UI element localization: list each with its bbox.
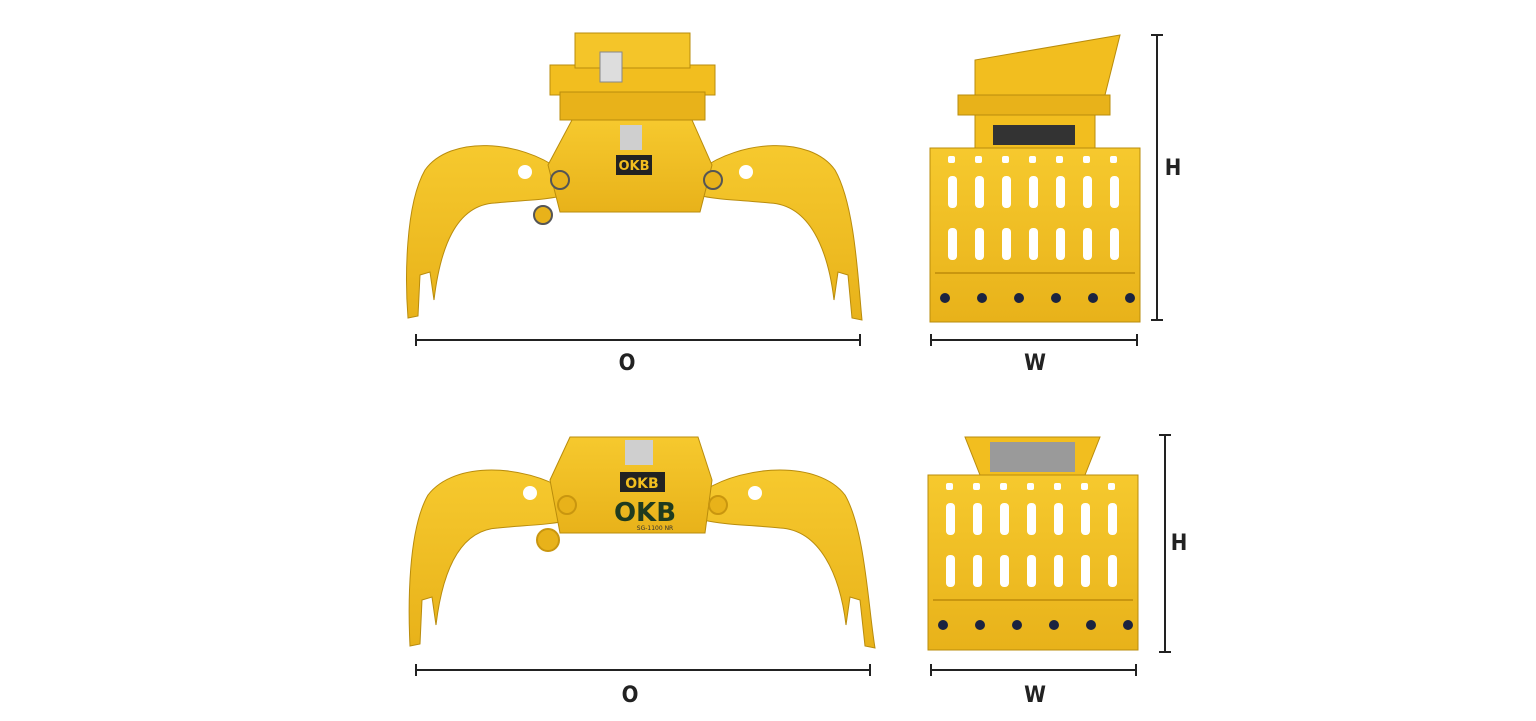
frame-slot xyxy=(1054,503,1063,535)
dimension-label-h: H xyxy=(1165,156,1182,181)
bottom-w-dimension: W xyxy=(930,664,1137,708)
bottom-h-dimension: H xyxy=(1159,434,1188,653)
frame-slot xyxy=(1110,228,1119,260)
bottom-front-view-grapple: OKB OKB SG-1100 NR xyxy=(408,436,876,649)
frame-hole xyxy=(1081,483,1088,490)
frame-slot xyxy=(1081,503,1090,535)
frame-hole xyxy=(1002,156,1009,163)
frame-slot xyxy=(1083,176,1092,208)
frame-hole xyxy=(946,483,953,490)
frame-slot xyxy=(1002,176,1011,208)
dimension-label-o: O xyxy=(619,351,636,376)
frame-hole xyxy=(1056,156,1063,163)
bolt-hole xyxy=(1088,293,1098,303)
bolt-hole xyxy=(1014,293,1024,303)
frame-slot xyxy=(973,555,982,587)
bolt-hole xyxy=(975,620,985,630)
bolt-hole xyxy=(1086,620,1096,630)
bolt-hole xyxy=(1125,293,1135,303)
frame-slot xyxy=(948,228,957,260)
frame-slot xyxy=(1056,176,1065,208)
bolt-hole xyxy=(1123,620,1133,630)
frame-slot xyxy=(1054,555,1063,587)
top-w-dimension: W xyxy=(930,334,1138,376)
frame-hole xyxy=(975,156,982,163)
frame-slot xyxy=(946,555,955,587)
frame-hole xyxy=(1110,156,1117,163)
okb-logo: OKB xyxy=(618,159,649,174)
frame-slot xyxy=(1029,228,1038,260)
frame-hole xyxy=(948,156,955,163)
bolt-hole xyxy=(1012,620,1022,630)
frame-slot xyxy=(946,503,955,535)
left-claw xyxy=(406,145,566,319)
frame-slot xyxy=(948,176,957,208)
left-claw xyxy=(408,469,571,647)
bolt-hole xyxy=(977,293,987,303)
dimension-label-h: H xyxy=(1171,531,1188,556)
frame-slot xyxy=(975,176,984,208)
model-text: SG-1100 NR xyxy=(637,525,673,532)
okb-logo: OKB xyxy=(625,476,658,492)
frame-slot xyxy=(1000,555,1009,587)
frame-slot xyxy=(1000,503,1009,535)
bottom-o-dimension: O xyxy=(415,664,871,708)
frame-slot xyxy=(1027,503,1036,535)
frame-slot xyxy=(973,503,982,535)
frame-hole xyxy=(1029,156,1036,163)
top-front-view-grapple: OKB xyxy=(406,32,863,321)
frame-slot xyxy=(1002,228,1011,260)
frame-slot xyxy=(1108,555,1117,587)
right-claw xyxy=(702,469,876,649)
rotator-head xyxy=(549,64,716,96)
frame-hole xyxy=(1054,483,1061,490)
frame-hole xyxy=(1083,156,1090,163)
top-o-dimension: O xyxy=(415,334,861,376)
top-side-view-grapple xyxy=(929,34,1141,323)
frame-slot xyxy=(1027,555,1036,587)
frame-hole xyxy=(1027,483,1034,490)
frame-slot xyxy=(1108,503,1117,535)
bottom-side-view-grapple xyxy=(927,436,1139,651)
bolt-hole xyxy=(940,293,950,303)
top-h-dimension: H xyxy=(1151,34,1182,321)
frame-slot xyxy=(1081,555,1090,587)
frame-slot xyxy=(1056,228,1065,260)
dimension-label-w: W xyxy=(1024,683,1046,708)
right-claw xyxy=(697,145,863,321)
bolt-hole xyxy=(1051,293,1061,303)
dimension-label-w: W xyxy=(1024,351,1046,376)
bolt-hole xyxy=(1049,620,1059,630)
frame-slot xyxy=(1083,228,1092,260)
bolt-hole xyxy=(938,620,948,630)
frame-slot xyxy=(1029,176,1038,208)
frame-slot xyxy=(1110,176,1119,208)
frame-slot xyxy=(975,228,984,260)
okb-logo-large: OKB xyxy=(614,498,676,528)
frame-hole xyxy=(1000,483,1007,490)
frame-hole xyxy=(973,483,980,490)
frame-hole xyxy=(1108,483,1115,490)
dimension-label-o: O xyxy=(622,683,639,708)
